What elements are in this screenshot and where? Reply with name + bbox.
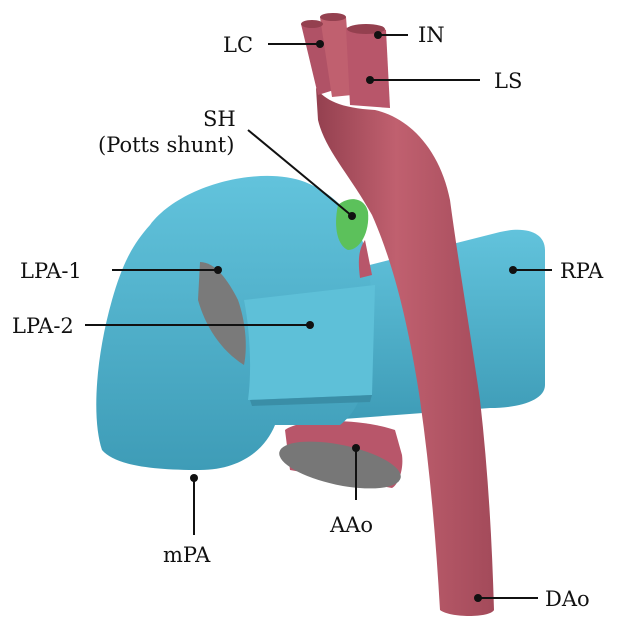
ascending-aorta <box>275 421 405 497</box>
label-mpa: mPA <box>163 543 211 567</box>
label-lpa2: LPA-2 <box>12 314 74 338</box>
label-aao: AAo <box>329 513 373 537</box>
label-sh-note: (Potts shunt) <box>98 133 234 157</box>
label-dao: DAo <box>545 587 590 611</box>
label-sh: SH <box>203 107 236 131</box>
label-in: IN <box>418 23 445 47</box>
label-ls: LS <box>494 69 522 93</box>
label-lpa1: LPA-1 <box>20 259 82 283</box>
label-lc: LC <box>223 33 253 57</box>
ls-branch <box>346 25 390 108</box>
label-rpa: RPA <box>560 259 604 283</box>
